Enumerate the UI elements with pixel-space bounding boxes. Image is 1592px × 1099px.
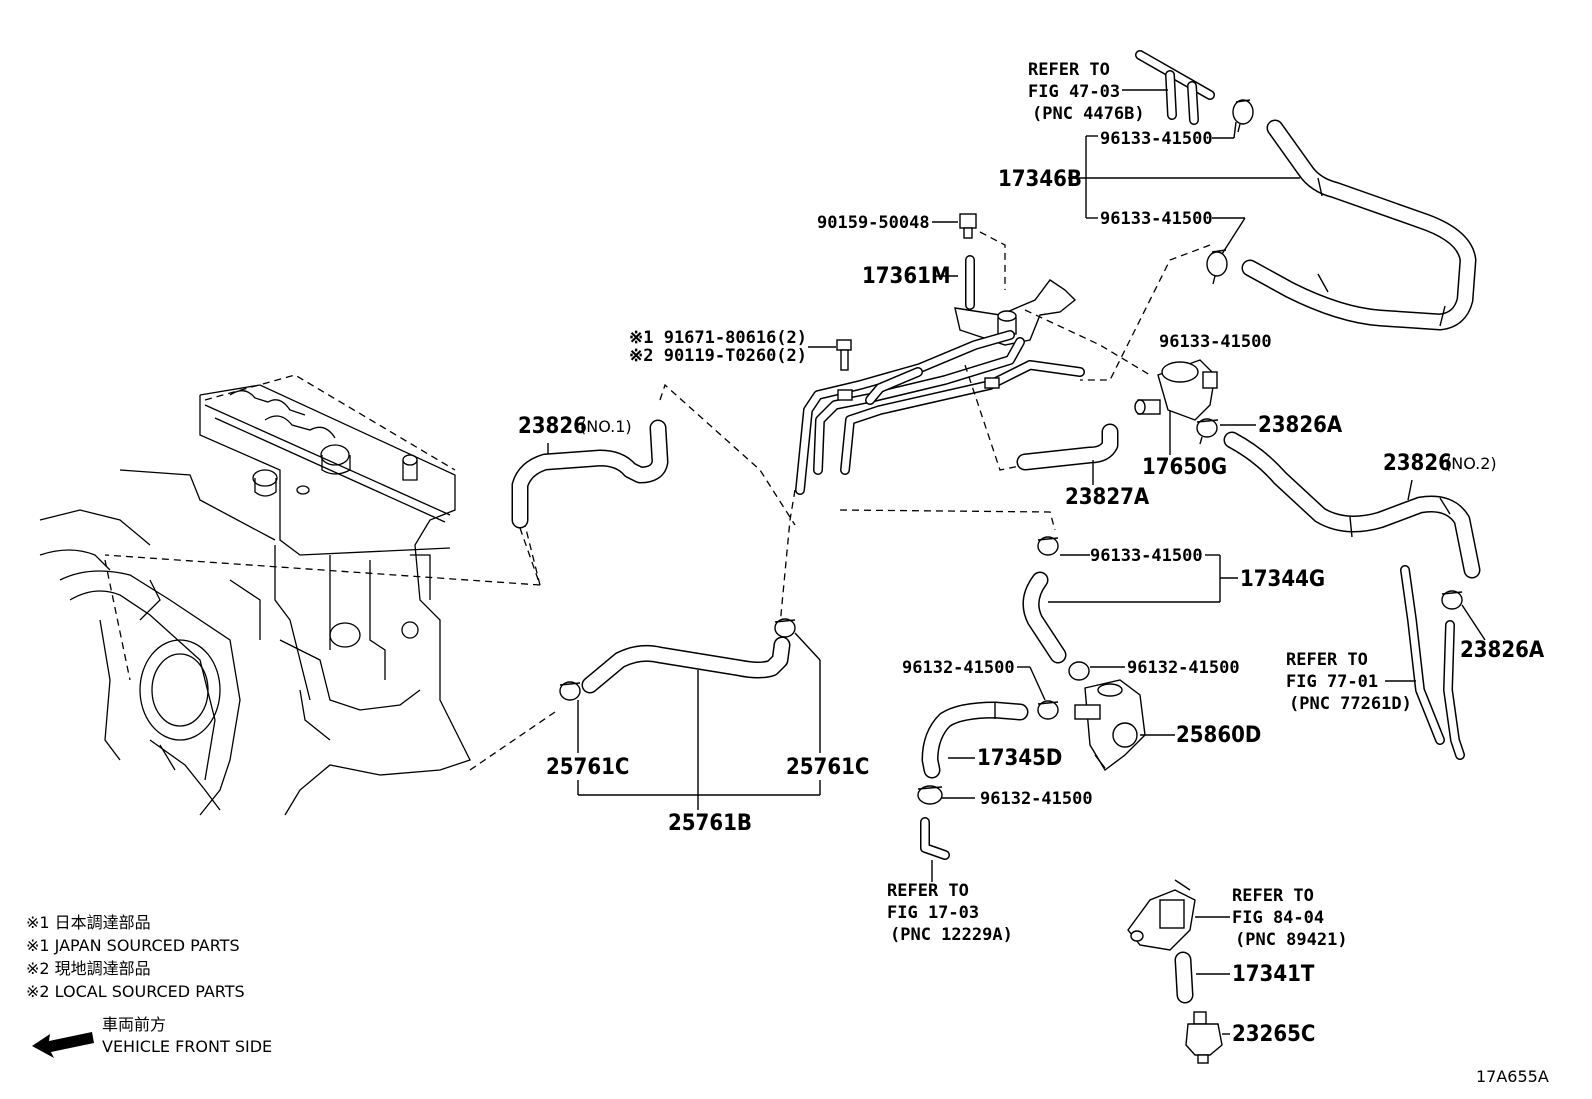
hose-23827A: [1016, 423, 1119, 471]
part-23826A-b: 23826A: [1460, 638, 1545, 663]
part-17344G: 17344G: [1240, 567, 1325, 592]
hose-17341T: [1174, 951, 1194, 1004]
part-96132-b: 96132-41500: [1127, 658, 1240, 678]
bolt-note-1: ※1 91671-80616(2): [629, 328, 807, 348]
front-label-en: VEHICLE FRONT SIDE: [102, 1037, 272, 1056]
part-96133-c: 96133-41500: [1159, 332, 1272, 352]
valve-17650G: [1134, 359, 1218, 421]
ref-fig7701-l1: REFER TO: [1286, 650, 1368, 670]
ref-fig7701-l3: (PNC 77261D): [1289, 694, 1412, 714]
hose-17344G: [1022, 571, 1067, 664]
hose-17346B: [1241, 119, 1477, 331]
front-label-jp: 車両前方: [102, 1015, 166, 1034]
legend-line-4: ※2 LOCAL SOURCED PARTS: [26, 982, 245, 1001]
ref-fig8404-l2: FIG 84-04: [1232, 908, 1324, 928]
part-23826-no2: 23826: [1383, 451, 1452, 476]
ref-fig8404-l1: REFER TO: [1232, 886, 1314, 906]
sensor-fig8404: [1127, 879, 1196, 951]
ref-fig1703-l1: REFER TO: [887, 881, 969, 901]
ref-fig1703-l2: FIG 17-03: [887, 903, 979, 923]
part-23827A: 23827A: [1065, 485, 1150, 510]
part-25761C-b: 25761C: [786, 755, 869, 780]
legend-line-2: ※1 JAPAN SOURCED PARTS: [26, 936, 240, 955]
ref-fig4703-l1: REFER TO: [1028, 60, 1110, 80]
bolt-icon: [836, 339, 852, 371]
part-96133-b: 96133-41500: [1100, 209, 1213, 229]
part-23826A-a: 23826A: [1258, 413, 1343, 438]
valve-25860D: [1074, 679, 1146, 772]
part-90159: 90159-50048: [817, 213, 930, 233]
part-25761B: 25761B: [668, 811, 752, 836]
engine-illustration: [39, 384, 471, 816]
part-25860D: 25860D: [1176, 723, 1261, 748]
hose-17345D: [921, 701, 1029, 779]
clamp-icon: [1441, 590, 1463, 610]
part-17650G: 17650G: [1142, 455, 1227, 480]
clamp-icon: [1037, 536, 1059, 556]
part-17341T: 17341T: [1232, 962, 1315, 987]
clamp-icon: [917, 785, 943, 805]
legend-line-3: ※2 現地調達部品: [26, 959, 151, 978]
part-25761C-a: 25761C: [546, 755, 629, 780]
part-23265C: 23265C: [1232, 1022, 1315, 1047]
hose-23826-no1: [511, 419, 669, 529]
part-23826-no2-suffix: (NO.2): [1445, 454, 1497, 473]
bolt-icon: [959, 213, 977, 239]
front-arrow-icon: [32, 1032, 94, 1058]
part-17346B: 17346B: [998, 167, 1082, 192]
legend-line-1: ※1 日本調達部品: [26, 913, 151, 932]
figure-code: 17A655A: [1476, 1067, 1549, 1086]
ref-fig1703-l3: (PNC 12229A): [890, 925, 1013, 945]
fitting-fig1703: [920, 817, 950, 860]
pipe-fig7701: [1400, 565, 1465, 760]
clamp-icon: [1196, 418, 1219, 445]
ref-fig7701-l2: FIG 77-01: [1286, 672, 1378, 692]
bracket-17361M: [954, 255, 1077, 346]
bolt-note-2: ※2 90119-T0260(2): [629, 346, 807, 366]
hose-23826-no2: [1223, 431, 1481, 579]
part-96132-c: 96132-41500: [980, 789, 1093, 809]
ref-fig4703-l3: (PNC 4476B): [1032, 104, 1145, 124]
part-17345D: 17345D: [977, 746, 1062, 771]
part-23826-no1-suffix: (NO.1): [580, 417, 632, 436]
part-23826-no1: 23826: [518, 414, 587, 439]
clamp-icon: [559, 618, 796, 701]
part-96133-a: 96133-41500: [1100, 129, 1213, 149]
hose-25761B: [581, 636, 791, 694]
part-96133-d: 96133-41500: [1090, 546, 1203, 566]
clamp-icon: [1206, 99, 1254, 285]
ref-fig4703-l2: FIG 47-03: [1028, 82, 1120, 102]
pipe-bundle: [795, 330, 1085, 495]
filter-23265C: [1185, 1011, 1223, 1064]
pipe-fig4703: [1135, 50, 1215, 125]
ref-fig8404-l3: (PNC 89421): [1235, 930, 1348, 950]
clamp-icon: [1037, 661, 1090, 720]
part-96132-a: 96132-41500: [902, 658, 1015, 678]
